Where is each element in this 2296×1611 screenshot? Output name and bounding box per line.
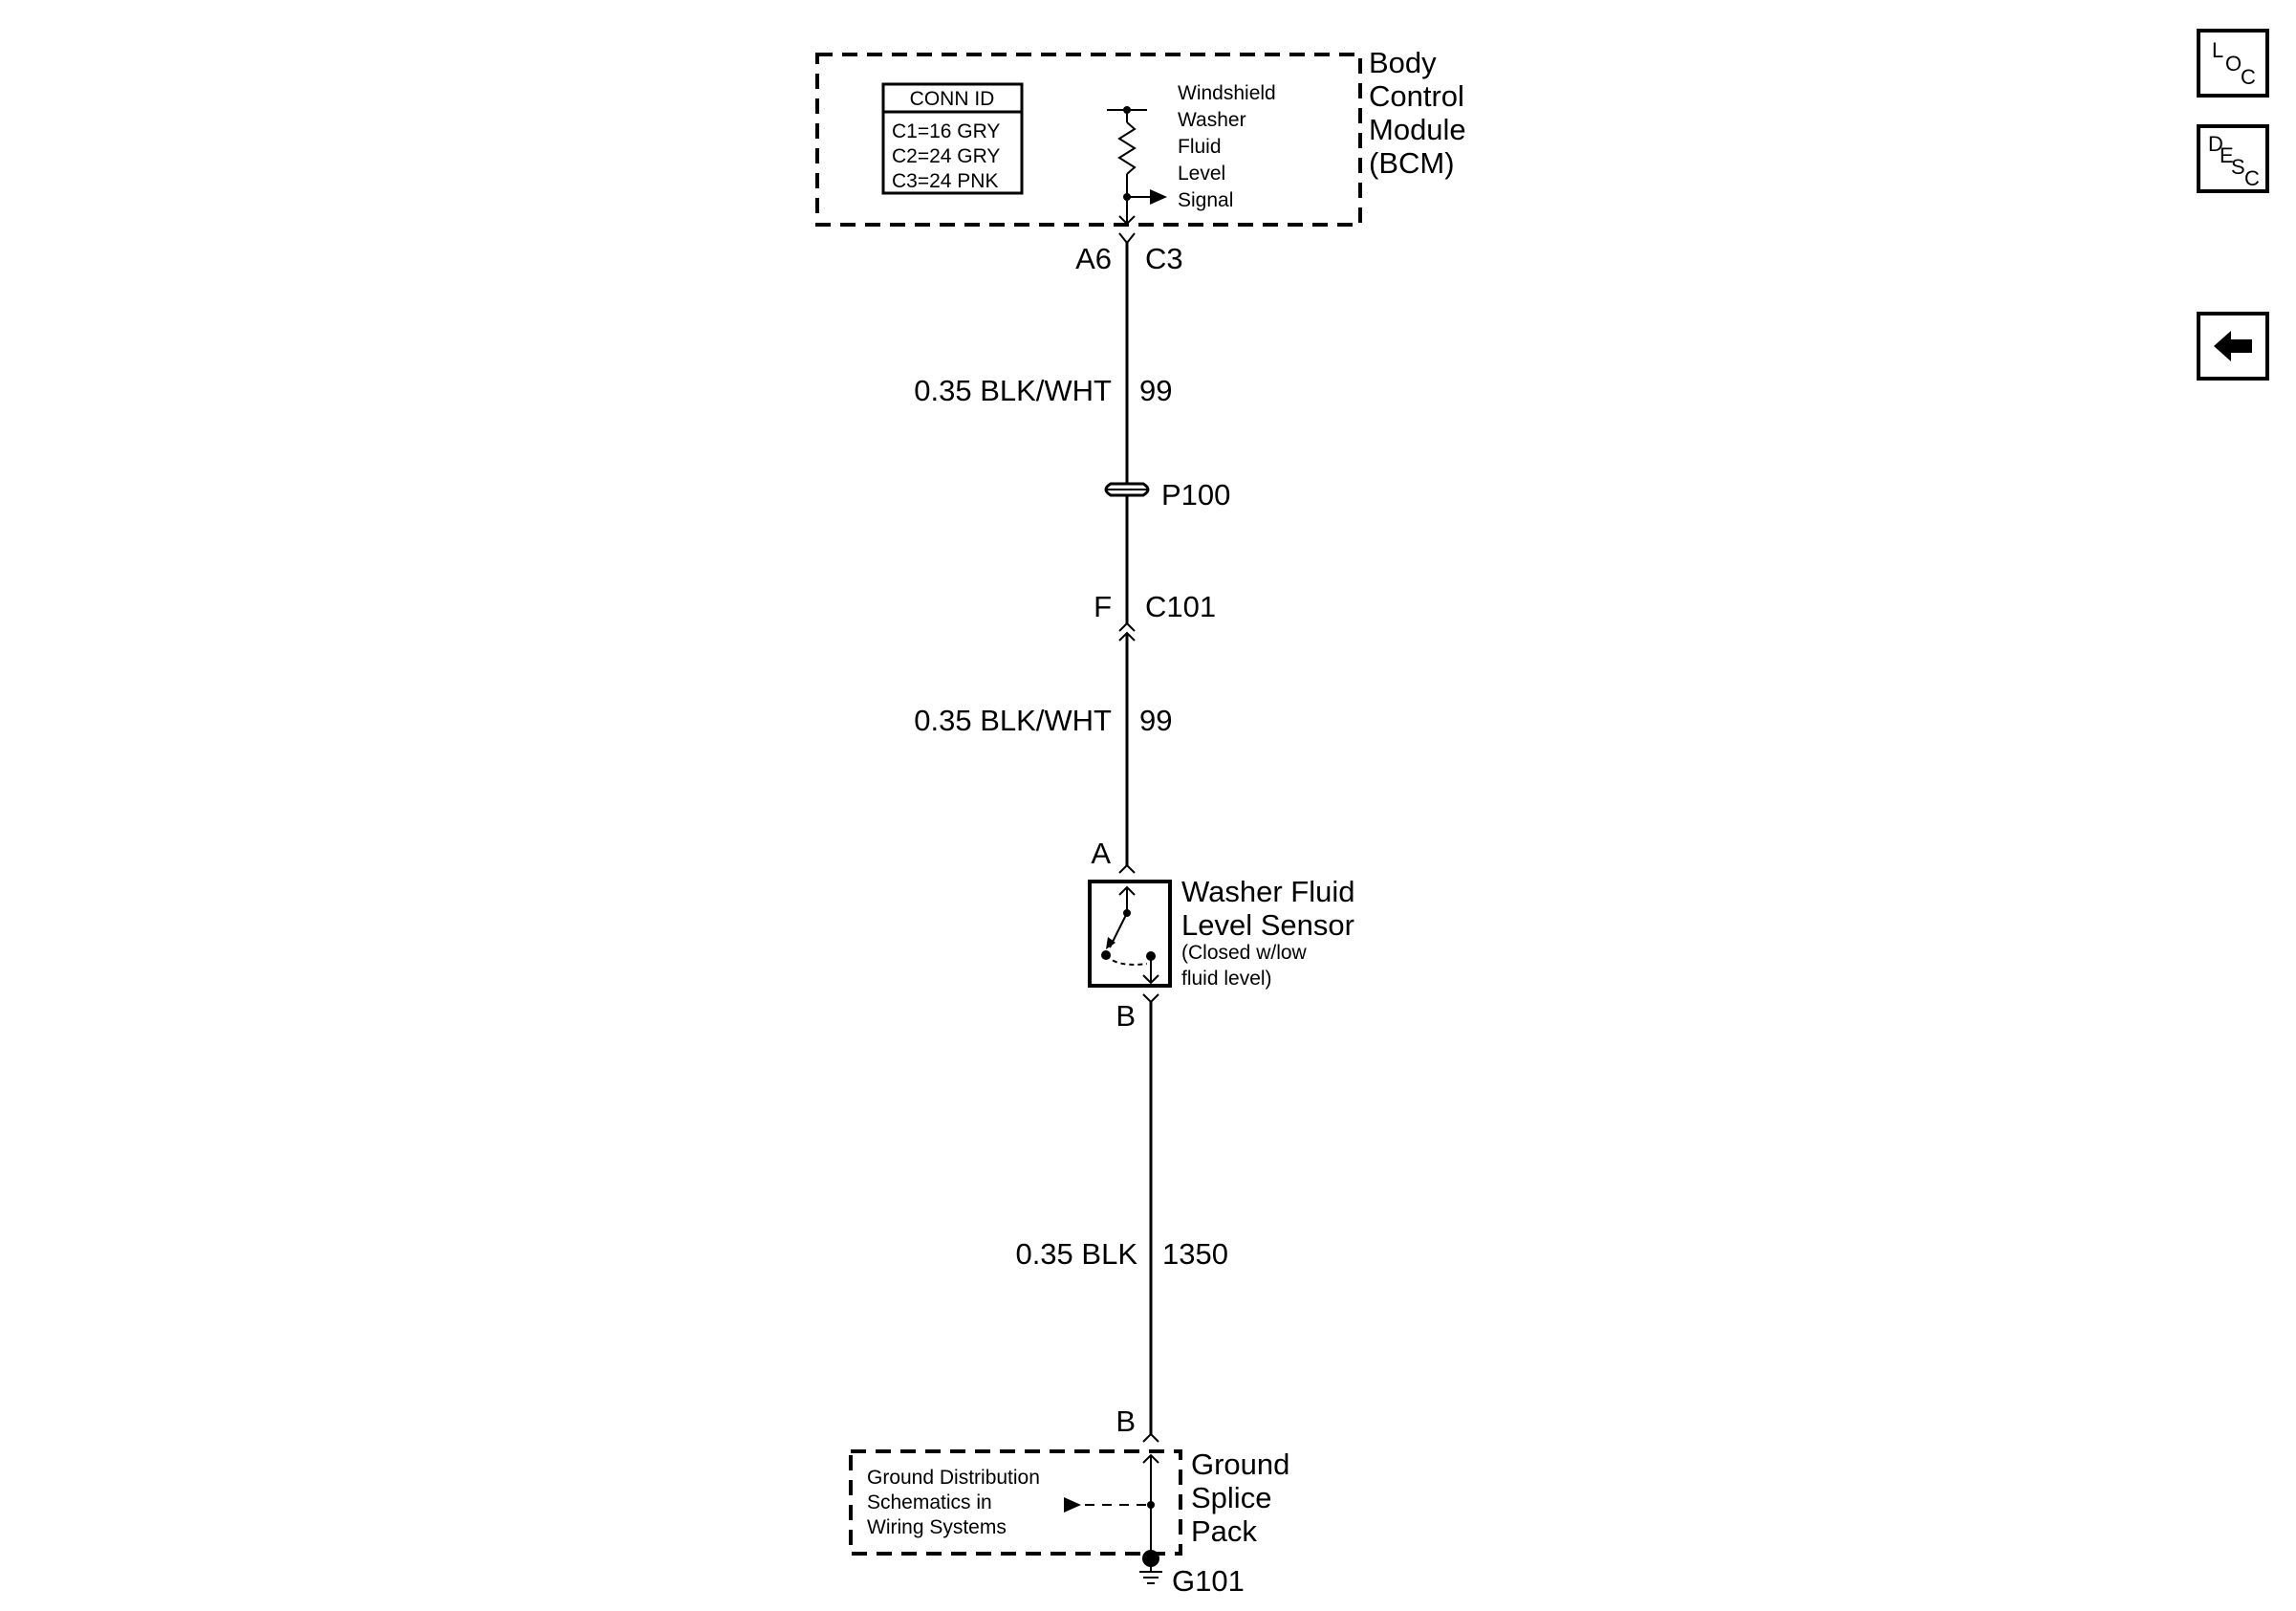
passthrough-grommet-icon (1104, 482, 1150, 497)
sensor-title-line-2: Level Sensor (1181, 908, 1354, 942)
desc-letter-c: C (2244, 166, 2260, 190)
desc-letter-d: D (2208, 132, 2223, 156)
washer-fluid-level-sensor: A B Washer Fluid Level Sensor (Closed w/… (1088, 837, 1354, 1033)
location-button[interactable]: L O C (2197, 29, 2269, 98)
bcm-pin-label: A6 (1075, 242, 1112, 275)
ground-pack-title-line-2: Splice (1191, 1481, 1271, 1514)
wire1-label: 0.35 BLK/WHT (914, 374, 1112, 407)
passthrough-label: P100 (1161, 478, 1230, 512)
signal-line-4: Level (1178, 163, 1225, 185)
conn-id-title: CONN ID (910, 88, 995, 110)
signal-line-5: Signal (1178, 189, 1233, 211)
description-button[interactable]: D E S C (2197, 124, 2269, 193)
sensor-note-line-2: fluid level) (1181, 968, 1272, 990)
bcm-module: Body Control Module (BCM) CONN ID C1=16 … (815, 46, 1466, 227)
ground-pack-title-line-1: Ground (1191, 1448, 1289, 1481)
conn-id-row-1: C1=16 GRY (892, 120, 1000, 142)
bcm-title-line-4: (BCM) (1369, 146, 1455, 180)
ground-pack-pin-label: B (1116, 1404, 1136, 1438)
bcm-dashed-outline (815, 53, 1362, 227)
signal-arrow-icon (1127, 189, 1167, 205)
ground-pack-title-line-3: Pack (1191, 1514, 1257, 1548)
bcm-title-line-3: Module (1369, 113, 1466, 146)
inline-connector-pin: F C101 (1094, 590, 1216, 642)
back-button[interactable] (2197, 312, 2269, 381)
conn-id-box: CONN ID C1=16 GRY C2=24 GRY C3=24 PNK (881, 82, 1024, 195)
bcm-connector-pin: A6 C3 (1075, 215, 1183, 275)
left-arrow-icon (2214, 331, 2252, 361)
ground-ref-line-1: Ground Distribution (867, 1467, 1040, 1489)
desc-letter-s: S (2231, 155, 2245, 179)
sensor-note-line-1: (Closed w/low (1181, 942, 1308, 964)
ground-label: G101 (1172, 1564, 1245, 1598)
loc-letter-c: C (2241, 65, 2256, 89)
bcm-title-line-1: Body (1369, 46, 1437, 79)
desc-letter-e: E (2220, 143, 2234, 167)
sensor-title-line-1: Washer Fluid (1181, 875, 1354, 908)
loc-letter-l: L (2212, 38, 2224, 62)
loc-letter-o: O (2225, 52, 2242, 76)
conn-id-row-3: C3=24 PNK (892, 170, 998, 192)
sensor-pin-top-label: A (1091, 837, 1111, 870)
signal-line-2: Washer (1178, 109, 1246, 131)
ground-splice-pack: B Ground Distribution Schematics in Wiri… (849, 1404, 1289, 1598)
inline-connector-pin-label: F (1094, 590, 1112, 623)
wire2-circuit: 99 (1139, 704, 1172, 737)
signal-line-3: Fluid (1178, 136, 1222, 158)
inline-connector-label: C101 (1145, 590, 1216, 623)
bcm-connector-label: C3 (1145, 242, 1183, 275)
bcm-title-line-2: Control (1369, 79, 1464, 113)
ground-symbol-icon (1139, 1550, 1162, 1584)
wire3-label: 0.35 BLK (1015, 1237, 1137, 1271)
reference-arrow-icon (1064, 1497, 1147, 1513)
pullup-resistor-icon (1107, 106, 1147, 226)
ground-ref-line-3: Wiring Systems (867, 1516, 1007, 1538)
conn-id-row-2: C2=24 GRY (892, 145, 1000, 167)
wire1-circuit: 99 (1139, 374, 1172, 407)
wire3-circuit: 1350 (1162, 1237, 1228, 1271)
signal-line-1: Windshield (1178, 82, 1276, 104)
wire2-label: 0.35 BLK/WHT (914, 704, 1112, 737)
ground-ref-line-2: Schematics in (867, 1491, 992, 1513)
sensor-box (1088, 880, 1172, 988)
ground-pack-dashed-outline (849, 1449, 1182, 1556)
sensor-switch-icon (1101, 885, 1159, 985)
sensor-pin-bottom-label: B (1116, 999, 1136, 1033)
